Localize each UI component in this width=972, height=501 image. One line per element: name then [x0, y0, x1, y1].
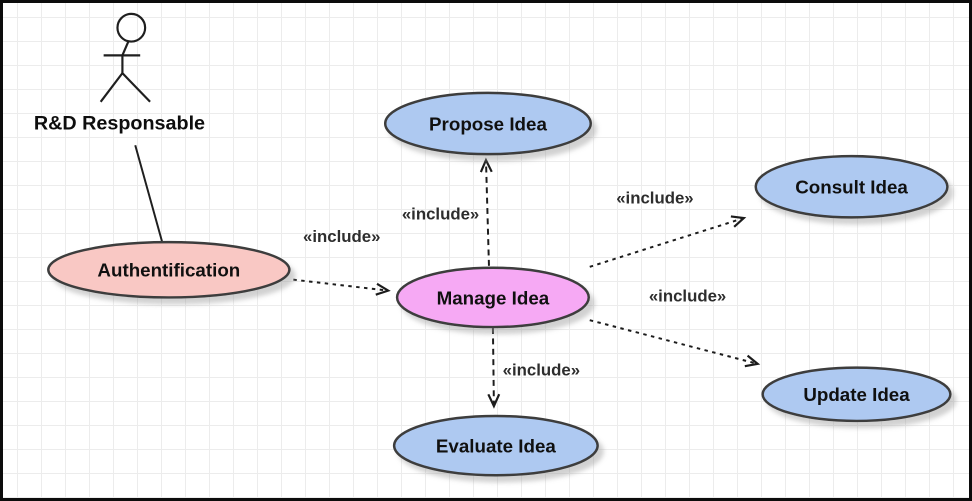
edge-manage-to-evaluate	[487, 328, 501, 409]
manage-idea-ellipse	[395, 266, 590, 329]
update-idea-ellipse	[761, 366, 952, 423]
use-case-diagram: R&D Responsable «include» «include» «inc…	[34, 12, 952, 477]
evaluate-idea-label: Evaluate Idea	[436, 436, 557, 457]
use-case-update-idea: Update Idea	[761, 366, 952, 423]
actor-head	[116, 12, 147, 43]
authentification-label: Authentification	[97, 260, 240, 281]
use-case-evaluate-idea: Evaluate Idea	[392, 414, 599, 477]
update-idea-label: Update Idea	[803, 384, 910, 405]
actor-name-label: R&D Responsable	[34, 112, 205, 134]
propose-idea-label: Propose Idea	[429, 113, 547, 134]
edge-authentification-to-manage	[293, 278, 391, 296]
manage-idea-label: Manage Idea	[437, 287, 550, 308]
consult-idea-ellipse	[754, 154, 949, 219]
include-label-manage-consult: «include»	[616, 189, 693, 208]
include-label-auth-manage: «include»	[303, 227, 380, 246]
authentification-ellipse	[47, 240, 291, 299]
edge-manage-to-consult	[589, 215, 747, 268]
actor-leg-left	[99, 72, 124, 103]
edge-manage-to-propose	[479, 157, 493, 266]
include-label-manage-propose: «include»	[402, 204, 479, 223]
evaluate-idea-ellipse	[392, 414, 599, 477]
actor-figure	[99, 12, 151, 103]
actor-leg-right	[121, 72, 151, 103]
association-actor-authentification	[134, 145, 163, 242]
propose-idea-ellipse	[383, 91, 592, 156]
use-case-consult-idea: Consult Idea	[754, 154, 949, 219]
use-case-propose-idea: Propose Idea	[383, 91, 592, 156]
actor-neck	[121, 41, 130, 56]
include-label-manage-update: «include»	[649, 286, 726, 305]
use-case-authentification: Authentification	[47, 240, 291, 299]
include-label-manage-evaluate: «include»	[503, 360, 580, 379]
use-case-manage-idea: Manage Idea	[395, 266, 590, 329]
edge-manage-to-update	[589, 319, 761, 368]
consult-idea-label: Consult Idea	[795, 177, 908, 198]
